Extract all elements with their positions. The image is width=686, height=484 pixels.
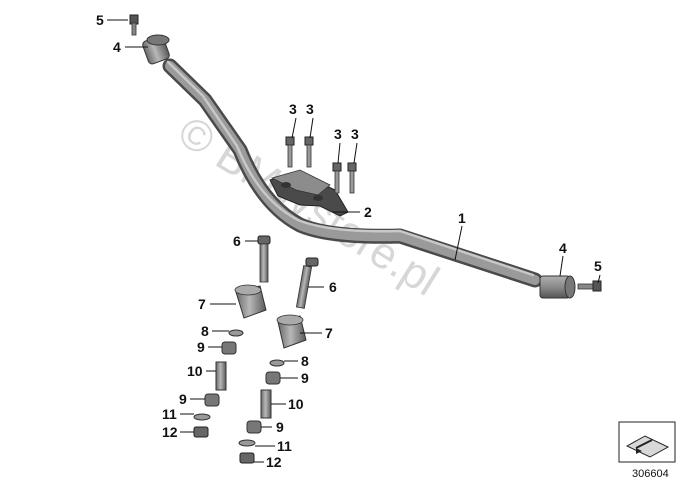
label-part-2: 2 [364, 204, 372, 220]
nut-left-12 [193, 426, 209, 438]
riser-left [234, 284, 267, 319]
spacer-left-10 [215, 361, 227, 391]
bushing-right-9b [246, 420, 262, 434]
label-part-10-right: 10 [288, 396, 304, 412]
label-part-3c: 3 [334, 126, 342, 142]
leader-lines [107, 19, 601, 463]
clamp-bolt-1 [285, 136, 295, 168]
nut-right-12 [239, 452, 255, 464]
bushing-left-9a [221, 341, 237, 355]
label-part-12-right: 12 [266, 454, 282, 470]
label-part-9-right-a: 9 [301, 370, 309, 386]
part-labels: 5 4 3 3 3 3 2 1 4 5 6 6 7 7 8 9 10 9 11 … [96, 12, 602, 470]
label-part-3b: 3 [306, 101, 314, 117]
label-part-6-left: 6 [233, 233, 241, 249]
label-part-6-right: 6 [329, 279, 337, 295]
label-part-8-right: 8 [301, 353, 309, 369]
label-part-12-left: 12 [162, 424, 178, 440]
bar-end-screw-right [577, 280, 602, 292]
handlebar [162, 58, 543, 288]
label-part-5-right: 5 [594, 258, 602, 274]
label-part-5-top: 5 [96, 12, 104, 28]
label-part-4-top: 4 [113, 39, 121, 55]
label-part-11-right: 11 [277, 438, 292, 454]
label-part-7-right: 7 [325, 325, 333, 341]
document-number: 306604 [632, 468, 669, 480]
label-part-7-left: 7 [198, 296, 206, 312]
bushing-left-9b [204, 393, 220, 407]
bar-end-weight-right [539, 275, 576, 299]
label-part-9-right-b: 9 [276, 419, 284, 435]
label-part-11-left: 11 [162, 406, 177, 422]
washer-left-11 [193, 413, 211, 421]
riser-right [276, 314, 307, 349]
bar-end-weight-left [142, 34, 170, 65]
label-part-8-left: 8 [201, 323, 209, 339]
clamp-bolt-2 [304, 136, 314, 168]
orientation-icon [618, 421, 676, 463]
clamp-bolt-4 [347, 162, 357, 194]
riser-bolt-left [257, 235, 271, 283]
label-part-10-left: 10 [187, 363, 203, 379]
label-part-1: 1 [458, 210, 466, 226]
riser-bolt-right [295, 257, 319, 309]
label-part-9-left-a: 9 [197, 339, 205, 355]
label-part-9-left-b: 9 [179, 391, 187, 407]
label-part-4-right: 4 [559, 240, 567, 256]
label-part-3d: 3 [351, 126, 359, 142]
bar-end-screw-left [129, 14, 139, 36]
spacer-right-10 [260, 389, 272, 419]
bushing-right-9a [265, 371, 281, 385]
clamp-bracket [269, 169, 349, 217]
label-part-3a: 3 [289, 101, 297, 117]
washer-right-11 [238, 439, 256, 447]
washer-left-8 [228, 329, 244, 337]
clamp-bolt-3 [332, 162, 342, 194]
washer-right-8 [269, 359, 285, 367]
